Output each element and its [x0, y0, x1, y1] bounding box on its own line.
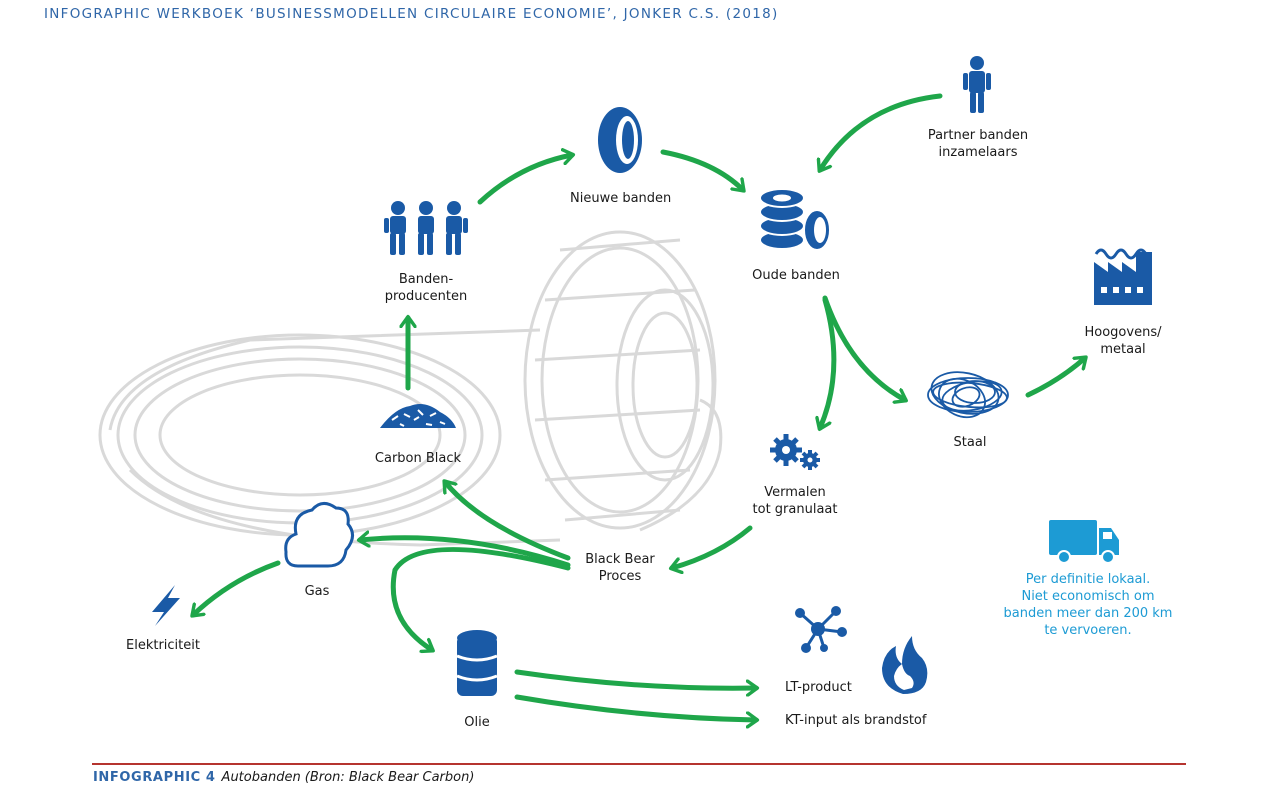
label-hoogovens-line1: Hoogovens/	[1084, 325, 1162, 340]
factory-icon	[1094, 248, 1152, 305]
label-oude-banden: Oude banden	[752, 268, 840, 283]
label-blackbear-line2: Proces	[598, 569, 642, 584]
tire-stack-icon	[759, 188, 831, 251]
arrow-gas-to-elektriciteit	[193, 560, 281, 615]
label-gas: Gas	[304, 584, 330, 599]
oil-barrel-icon	[456, 630, 498, 696]
label-banden-line1: Banden-	[398, 272, 454, 287]
label-partner-line2: inzamelaars	[938, 145, 1018, 160]
people-group-icon	[384, 201, 468, 255]
note-line2: Niet economisch om	[1021, 589, 1155, 604]
label-nieuwe-banden: Nieuwe banden	[570, 191, 672, 206]
caption-text: Autobanden (Bron: Black Bear Carbon)	[221, 770, 475, 785]
footer-divider	[92, 763, 1186, 765]
label-vermalen: Vermalen tot granulaat	[745, 484, 845, 518]
arrow-producenten-to-nieuwe	[477, 155, 572, 205]
note-line1: Per definitie lokaal.	[1025, 572, 1151, 587]
lightning-icon	[152, 585, 180, 626]
label-hoogovens: Hoogovens/ metaal	[1073, 324, 1173, 358]
label-elektriciteit: Elektriciteit	[126, 638, 200, 653]
figure-caption: INFOGRAPHIC 4 Autobanden (Bron: Black Bea…	[93, 770, 474, 785]
transport-note: Per definitie lokaal. Niet economisch om…	[998, 571, 1178, 639]
label-vermalen-line2: tot granulaat	[752, 502, 838, 517]
note-line4: te vervoeren.	[1044, 623, 1132, 638]
flow-arrows	[193, 93, 1085, 720]
arrow-blackbear-to-carbon	[445, 482, 571, 561]
label-kt-input: KT-input als brandstof	[785, 713, 927, 728]
arrow-staal-to-hoogovens	[1025, 358, 1085, 398]
arrow-oude-to-vermalen	[820, 297, 837, 428]
tire-icon	[598, 107, 642, 173]
molecule-icon	[795, 606, 847, 653]
arrow-blackbear-to-gas	[360, 538, 571, 568]
label-banden-line2: producenten	[384, 289, 468, 304]
label-vermalen-line1: Vermalen	[764, 485, 826, 500]
label-partner-line1: Partner banden	[927, 128, 1029, 143]
arrow-olie-to-lt	[514, 669, 756, 688]
label-carbon-black: Carbon Black	[374, 451, 462, 466]
flame-icon	[882, 636, 928, 694]
arrow-oude-to-staal	[822, 295, 905, 400]
label-banden-producenten: Banden- producenten	[376, 271, 476, 305]
background-tire-illustration	[98, 230, 723, 547]
steel-coil-icon	[927, 371, 1009, 419]
truck-icon	[1049, 520, 1119, 564]
person-icon	[963, 56, 991, 113]
page-header: INFOGRAPHIC WERKBOEK ‘BUSINESSMODELLEN C…	[44, 6, 779, 22]
label-olie: Olie	[464, 715, 490, 730]
note-line3: banden meer dan 200 km	[1003, 606, 1173, 621]
caption-tag: INFOGRAPHIC 4	[93, 770, 216, 785]
label-staal: Staal	[953, 435, 987, 450]
label-blackbear-line1: Black Bear	[585, 552, 655, 567]
arrow-blackbear-to-olie	[390, 547, 571, 650]
cloud-icon	[284, 502, 354, 568]
label-black-bear-proces: Black Bear Proces	[570, 551, 670, 585]
arrow-olie-to-kt	[514, 694, 756, 720]
gears-icon	[770, 434, 820, 470]
label-hoogovens-line2: metaal	[1100, 342, 1146, 357]
arrow-nieuwe-to-oude	[660, 149, 743, 190]
label-partner-banden: Partner banden inzamelaars	[918, 127, 1038, 161]
carbon-pile-icon	[380, 404, 456, 428]
label-lt-product: LT-product	[785, 680, 852, 695]
arrow-vermalen-to-blackbear	[672, 525, 753, 568]
arrow-partner-to-oude	[820, 93, 943, 170]
